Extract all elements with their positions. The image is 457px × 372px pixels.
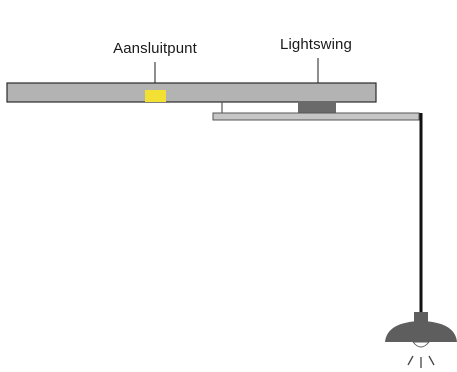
light-swing-arm <box>212 112 420 121</box>
ceiling-bar <box>6 82 377 103</box>
lamp-neck <box>414 312 428 324</box>
light-rays <box>407 355 435 368</box>
light-ray-right <box>428 355 435 366</box>
lamp-shade <box>385 321 457 342</box>
connection-point-label: Aansluitpunt <box>113 40 197 57</box>
connection-point <box>145 90 166 102</box>
pendant-lamp <box>385 312 457 348</box>
light-swing-mount <box>298 101 336 113</box>
light-swing-label: Lightswing <box>280 36 352 53</box>
lamp-bulb <box>411 341 431 348</box>
light-ray-left <box>407 355 414 366</box>
